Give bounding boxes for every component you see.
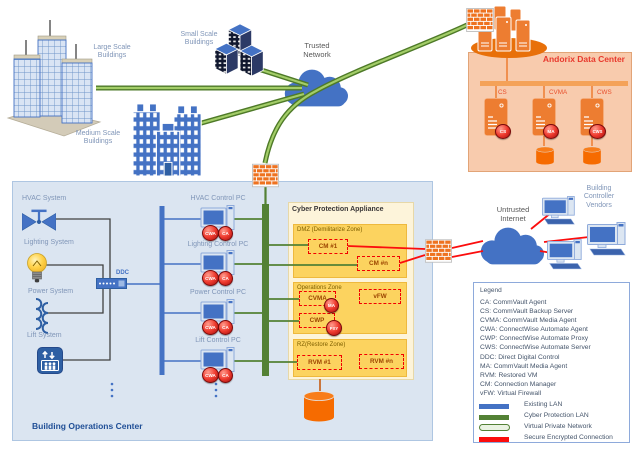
vpn-swatch (479, 424, 510, 431)
cwa-badge: CWA (202, 319, 219, 335)
ddc-controller-icon (96, 278, 127, 289)
boc-title: Building Operations Center (32, 421, 143, 431)
existing-lan-lines (127, 206, 202, 375)
ca-badge: CA (218, 226, 233, 241)
database-icon (582, 146, 602, 165)
cyber-protection-lan-swatch (479, 414, 509, 420)
ca-badge: CA (218, 320, 233, 335)
legend-def: CA: CommVault Agent (480, 299, 547, 306)
power-pc-label: Power Control PC (189, 289, 247, 296)
legend-row-cyber-lan: Cyber Protection LAN (479, 412, 627, 421)
legend-def: vFW: Virtual Firewall (480, 389, 542, 397)
lift-icon (37, 347, 63, 374)
cwa-badge: CWA (202, 367, 219, 383)
firewall-icon-trusted (252, 163, 279, 188)
existing-lan-swatch (479, 403, 509, 409)
lighting-pc-label: Lighting Control PC (187, 241, 249, 248)
legend-definitions: CA: CommVault Agent CS: CommVault Backup… (480, 298, 628, 398)
cwa-badge: CWA (202, 270, 219, 286)
rvmn-node: RVM #n (359, 354, 404, 369)
firewall-icon-andorix (466, 8, 494, 32)
lighting-system-label: Lighting System (24, 239, 74, 246)
legend-def: RVM: Restored VM (480, 371, 538, 379)
cm1-node: CM #1 (308, 239, 348, 254)
large-buildings-label: Large Scale Buildings (93, 44, 131, 60)
appliance-title: Cyber Protection Appliance (292, 206, 384, 213)
cvma-server-label: CVMA (549, 89, 568, 96)
cws-server-label: CWS (597, 89, 612, 96)
small-scale-buildings-icon (214, 23, 264, 77)
ca-badge: CA (218, 368, 233, 383)
legend-def: CWA: ConnectWise Automate Agent (480, 326, 588, 334)
legend-def: CM: Connection Manager (480, 380, 557, 388)
pxy-badge: PXY (326, 320, 342, 336)
cs-badge: CS (495, 124, 511, 139)
lift-pc-label: Lift Control PC (195, 337, 241, 344)
andorix-title: Andorix Data Center (542, 54, 625, 64)
vendors-label: Building Controller Vendors (583, 185, 615, 209)
ma-badge: MA (543, 124, 559, 139)
cmn-node: CM #n (357, 256, 400, 271)
power-system-label: Power System (28, 288, 74, 295)
legend-row-secure: Secure Encrypted Connection (479, 434, 627, 443)
backup-database-icon (303, 391, 335, 422)
cwa-badge: CWA (202, 225, 219, 241)
legend-def: DDC: Direct Digital Control (480, 353, 560, 361)
andorix-wiring (480, 58, 628, 146)
legend-line-label: Secure Encrypted Connection (524, 434, 613, 441)
secure-connection-swatch (479, 436, 509, 442)
legend-def: MA: CommVault Media Agent (480, 362, 568, 370)
legend-row-vpn: Virtual Private Network (479, 423, 627, 432)
cws-badge: CWS (589, 124, 606, 139)
legend-line-label: Existing LAN (524, 401, 563, 408)
small-buildings-label: Small Scale Buildings (180, 31, 218, 47)
database-icon (535, 146, 555, 165)
power-transformer-icon (35, 298, 49, 334)
medium-buildings-label: Medium Scale Buildings (75, 130, 121, 146)
cyber-protection-lan-lines (234, 185, 358, 376)
legend: Legend CA: CommVault Agent CS: CommVault… (473, 282, 630, 443)
legend-def: CVMA: CommVault Media Agent (480, 317, 577, 325)
vendor-pc-icon (542, 196, 575, 225)
network-tube-lines (96, 22, 469, 164)
legend-row-existing-lan: Existing LAN (479, 401, 627, 410)
cs-server-label: CS (498, 89, 507, 96)
hvac-system-label: HVAC System (22, 195, 67, 202)
ma-badge: MA (324, 298, 339, 313)
vendor-pc-icon (587, 222, 626, 256)
vendor-pc-icon (547, 239, 582, 270)
large-scale-buildings-icon (7, 19, 101, 137)
legend-def: CWS: ConnectWise Automate Server (480, 344, 591, 352)
restore-zone-label: RZ(Restore Zone) (297, 342, 346, 348)
operations-zone-label: Operations Zone (297, 285, 342, 291)
ca-badge: CA (218, 271, 233, 286)
ddc-field-wiring (46, 218, 111, 361)
lift-system-label: Lift System (27, 332, 62, 339)
rvm1-node: RVM #1 (297, 355, 342, 370)
lightbulb-icon (27, 253, 47, 283)
legend-title: Legend (480, 287, 502, 294)
ddc-label: DDC (116, 270, 129, 276)
more-devices-dots (110, 382, 218, 398)
hvac-pc-label: HVAC Control PC (190, 195, 246, 202)
firewall-icon-dmz (425, 239, 452, 263)
legend-def: CS: CommVault Backup Server (480, 308, 574, 316)
medium-scale-buildings-icon (132, 103, 202, 177)
hvac-valve-icon (22, 209, 56, 231)
untrusted-internet-cloud-icon (480, 227, 544, 265)
legend-line-label: Virtual Private Network (524, 423, 592, 430)
legend-line-label: Cyber Protection LAN (524, 412, 589, 419)
trusted-network-label: Trusted Network (303, 41, 331, 59)
untrusted-internet-label: Untrusted Internet (496, 205, 530, 223)
legend-def: CWP: ConnectWise Automate Proxy (480, 335, 589, 343)
dmz-zone-label: DMZ (Demilitarize Zone) (297, 227, 363, 233)
vfw-node: vFW (359, 289, 401, 304)
